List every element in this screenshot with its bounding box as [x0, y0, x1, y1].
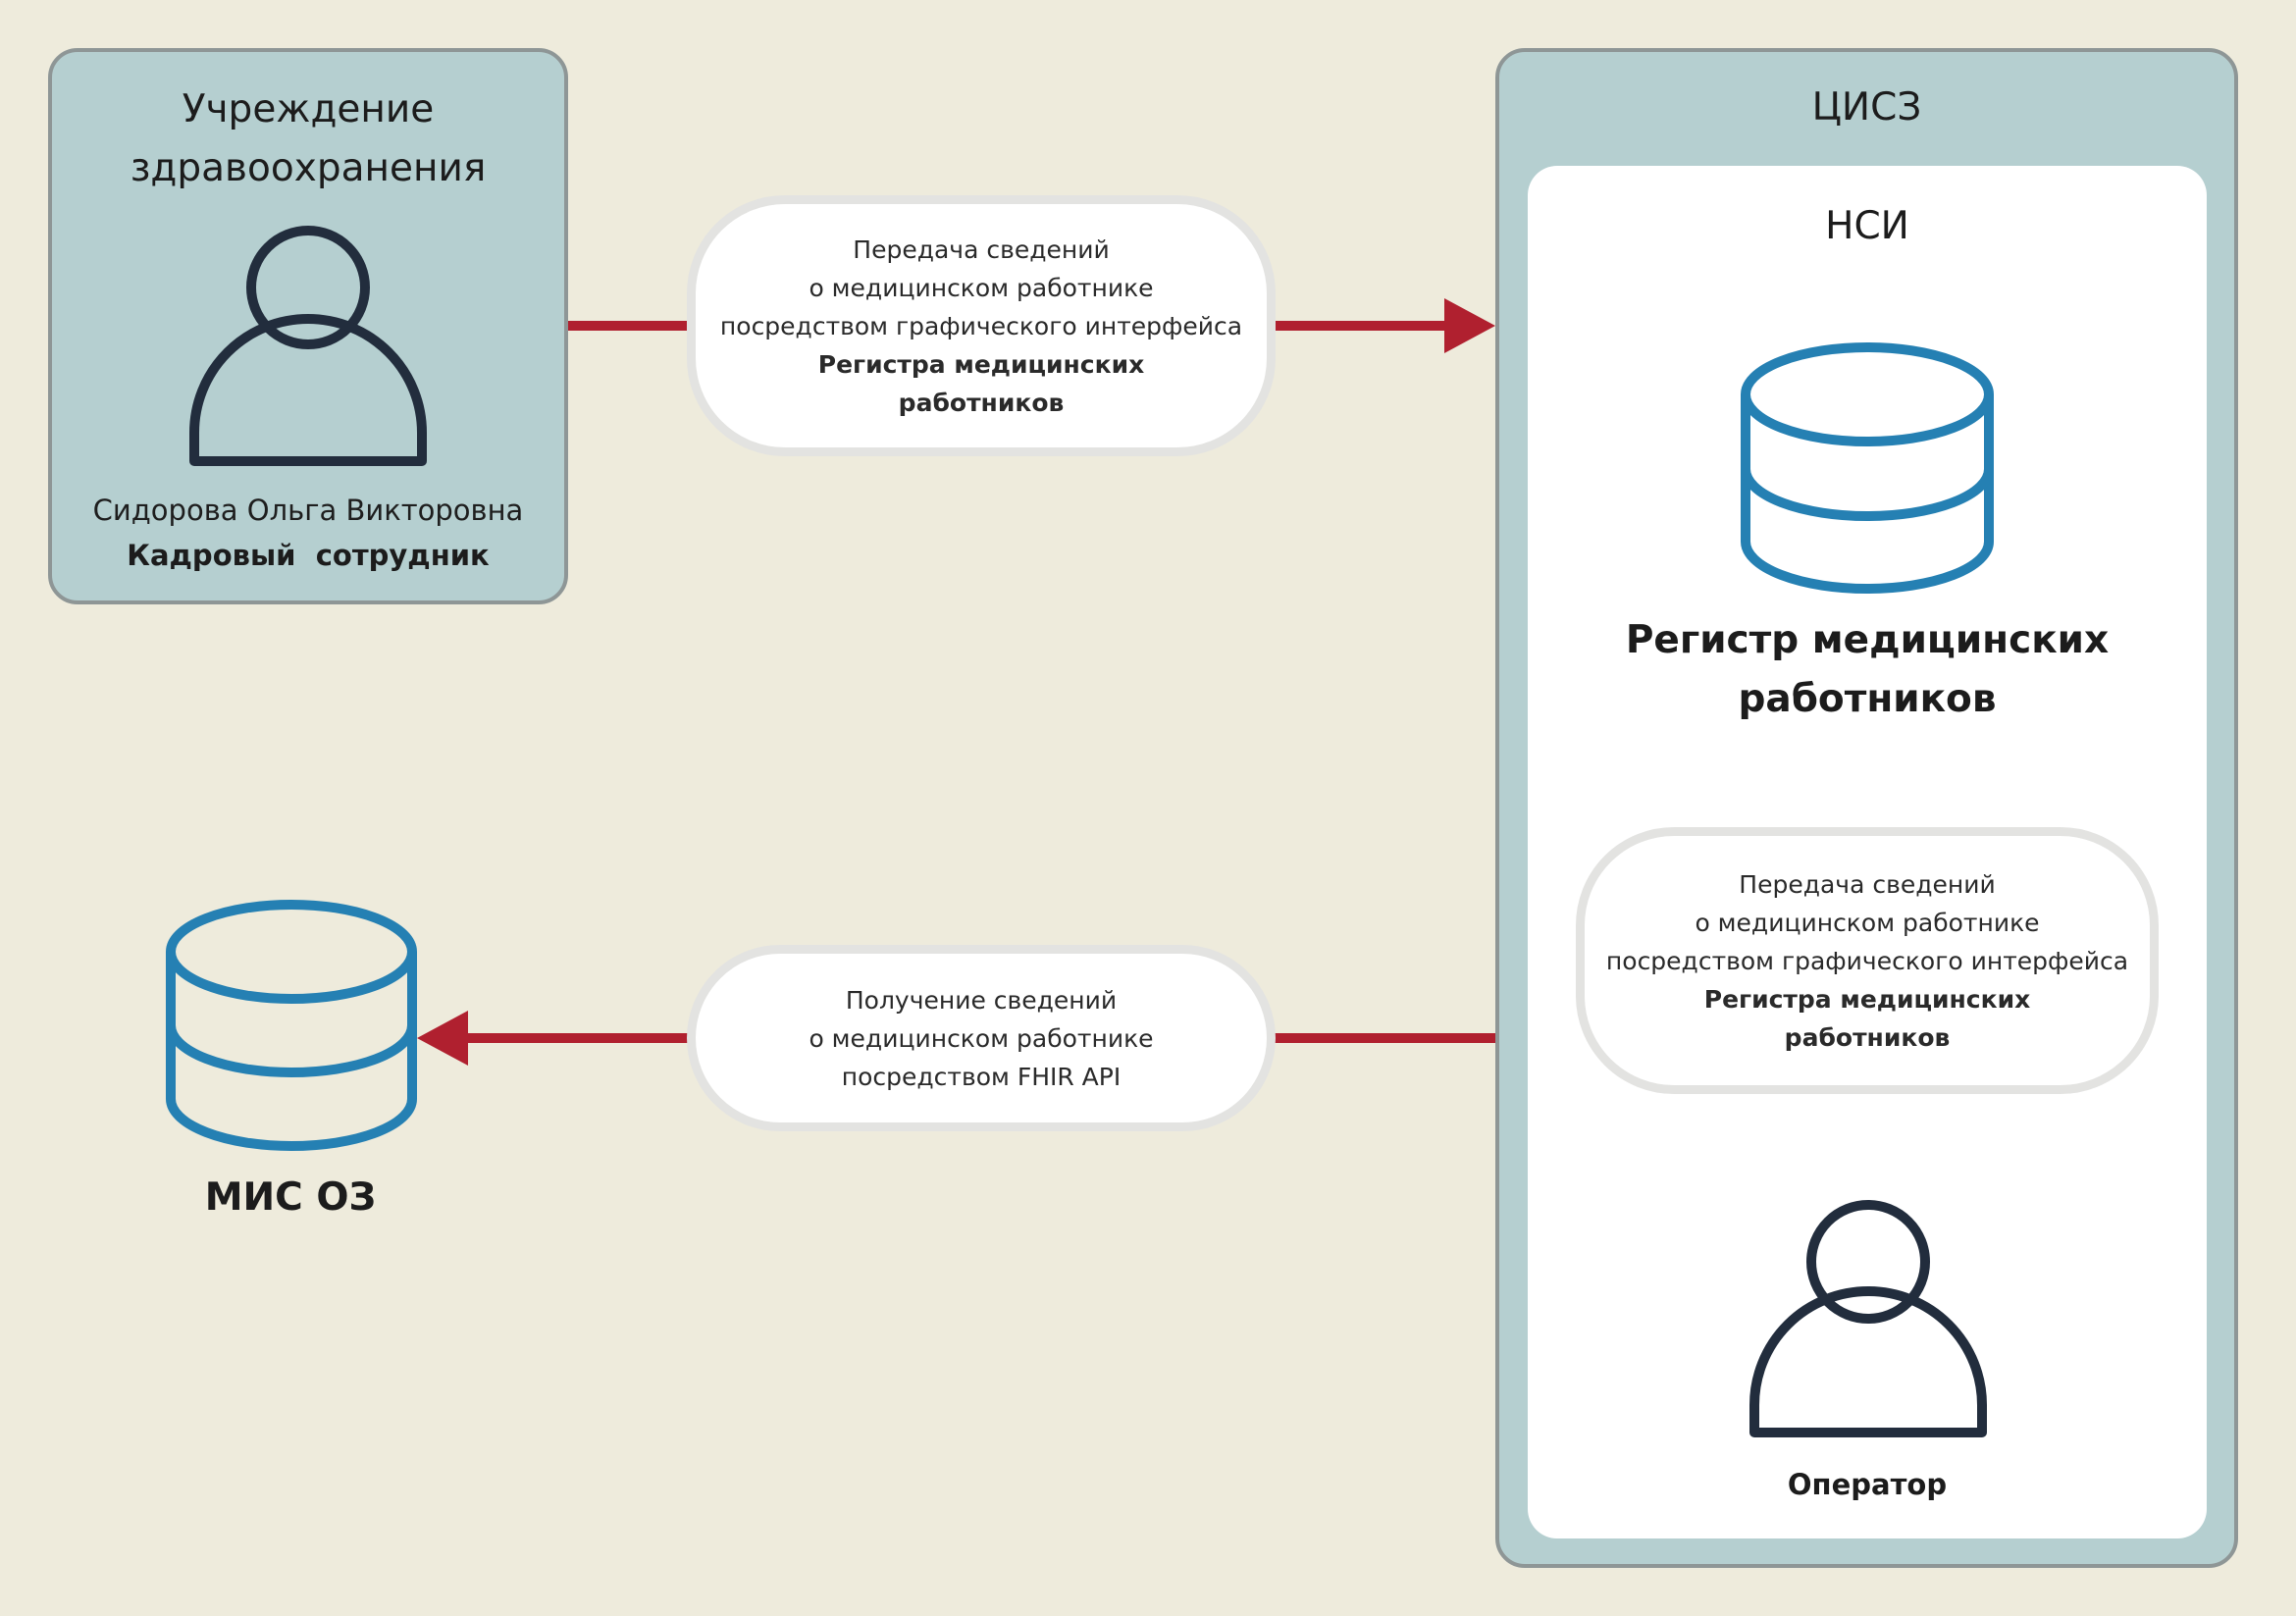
arrowhead-left	[417, 1011, 468, 1066]
flow-text-line4: Регистра медицинских	[817, 349, 1145, 379]
health-institution-box	[48, 48, 568, 604]
register-label-line1: Регистр медицинских	[1625, 618, 2110, 662]
flow-label-operator-to-register: Передача сведений о медицинском работник…	[1576, 827, 2159, 1094]
hr-employee-name: Сидорова Ольга Викторовна	[92, 494, 524, 527]
nsi-title: НСИ	[1825, 204, 1909, 248]
flow-text-line1: Получение сведений	[845, 985, 1118, 1015]
register-label-line2: работников	[1738, 677, 1997, 721]
hr-employee-role: Кадровый сотрудник	[127, 539, 490, 572]
cisz-title: ЦИСЗ	[1811, 85, 1922, 130]
flow-label-institution-to-register: Передача сведений о медицинском работник…	[687, 195, 1276, 456]
mis-label: МИС ОЗ	[204, 1175, 377, 1220]
operator-person-icon	[1749, 1200, 1987, 1437]
flow-text-line3: посредством графического интерфейса	[1605, 946, 2129, 975]
flow-label-cisz-to-mis: Получение сведений о медицинском работни…	[687, 945, 1276, 1131]
hr-employee-person-icon	[189, 226, 427, 466]
flow-text-line3: посредством FHIR API	[841, 1062, 1122, 1091]
flow-text-line1: Передача сведений	[853, 235, 1110, 264]
mis-database-icon	[166, 900, 417, 1151]
flow-text-line3: посредством графического интерфейса	[719, 311, 1243, 340]
flow-text-line1: Передача сведений	[1739, 869, 1996, 899]
flow-text-line2: о медицинском работнике	[809, 273, 1154, 302]
operator-label: Оператор	[1787, 1468, 1948, 1501]
health-institution-title-line1: Учреждение	[182, 87, 435, 131]
flow-text-line4: Регистра медицинских	[1703, 984, 2031, 1014]
health-institution-title-line2: здравоохранения	[130, 146, 487, 190]
flow-text-line2: о медицинском работнике	[809, 1023, 1154, 1053]
register-database-icon	[1741, 342, 1994, 594]
flow-text-line5: работников	[1784, 1022, 1951, 1052]
flow-text-line2: о медицинском работнике	[1695, 908, 2040, 937]
arrowhead-right	[1444, 298, 1495, 353]
flow-text-line5: работников	[898, 388, 1065, 417]
